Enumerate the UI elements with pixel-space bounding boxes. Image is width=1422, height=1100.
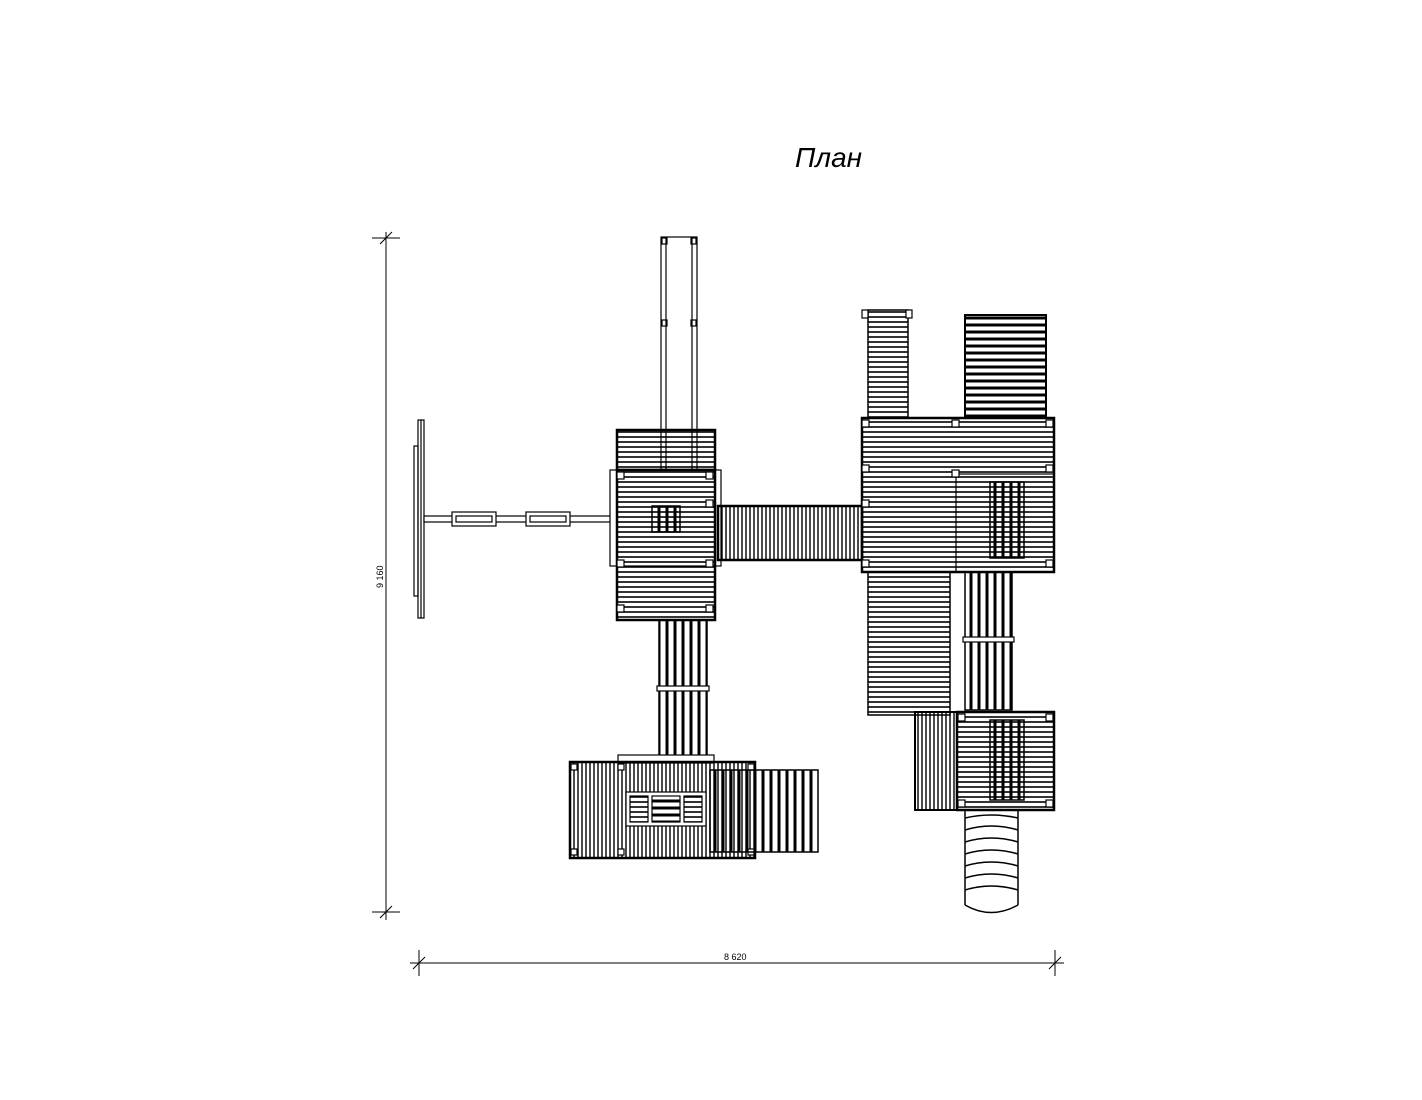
height-dimension-label: 9 160 — [375, 565, 385, 588]
width-dimension — [410, 950, 1064, 976]
bottom-left-platform — [568, 754, 819, 860]
width-dimension-label: 8 620 — [724, 952, 747, 962]
lower-right-platform — [914, 710, 1056, 812]
tower-2 — [860, 309, 1056, 574]
height-dimension — [372, 231, 400, 920]
tower-1 — [609, 428, 722, 622]
drawing-title: План — [795, 142, 863, 173]
tower-1-stairs — [656, 619, 710, 761]
bridge — [716, 504, 864, 562]
tower-2-stairs — [962, 571, 1015, 711]
slide — [964, 810, 1019, 914]
ramp — [867, 571, 951, 716]
swing-frame — [413, 419, 616, 619]
